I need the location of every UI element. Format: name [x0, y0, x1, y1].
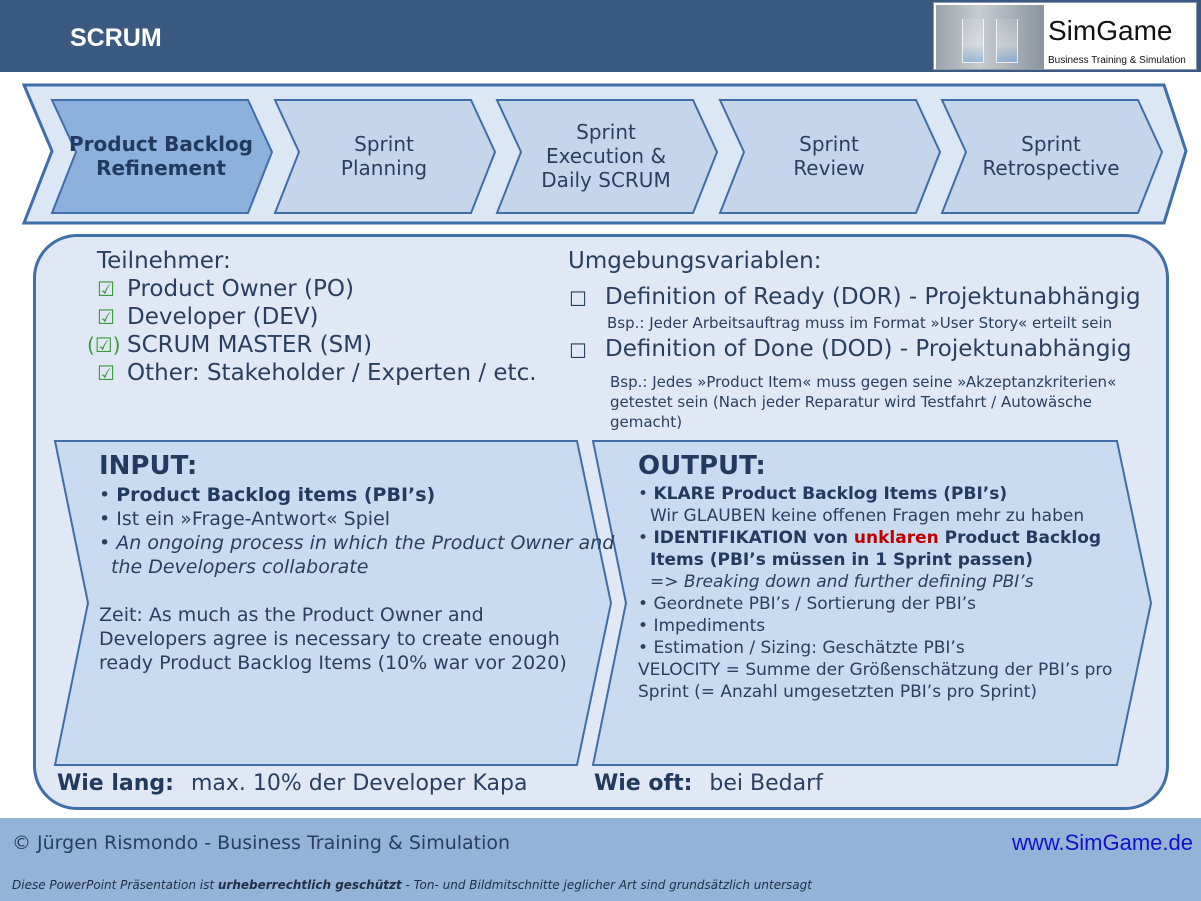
step-chevron-product-backlog-refinement — [50, 99, 274, 214]
step-chevron-sprint-planning — [273, 99, 497, 214]
duration-value: max. 10% der Developer Kapa — [190, 771, 528, 796]
output-bullet-klare: • KLARE Product Backlog Items (PBI’s) Wi… — [638, 484, 1085, 526]
frequency-value: bei Bedarf — [709, 771, 823, 796]
logo-tagline: Business Training & Simulation — [1048, 55, 1186, 66]
disclaimer-text: Diese PowerPoint Präsentation ist urhebe… — [12, 878, 812, 892]
frequency-label: Wie oft: — [594, 771, 693, 796]
participants-heading: Teilnehmer: — [97, 248, 231, 274]
website-link[interactable]: www.SimGame.de — [1012, 830, 1193, 855]
input-bullet-game: • Ist ein »Frage-Antwort« Spiel — [99, 508, 391, 530]
participant-other: ☑Other: Stakeholder / Experten / etc. — [97, 360, 537, 386]
process-chevron-bar — [21, 83, 1188, 225]
unklaren-highlight: unklaren — [853, 528, 939, 548]
input-bullet-process: • An ongoing process in which the Produc… — [99, 532, 615, 578]
step-chevron-sprint-execution — [495, 99, 719, 214]
step-chevron-sprint-retrospective — [940, 99, 1164, 214]
copyright-text: © Jürgen Rismondo - Business Training & … — [12, 832, 511, 854]
input-bullet-pbi: • Product Backlog items (PBI’s) — [99, 484, 436, 506]
output-bullet-estimation: • Estimation / Sizing: Geschätzte PBI’s — [638, 638, 965, 658]
simgame-logo: SimGame Business Training & Simulation — [933, 2, 1197, 70]
environment-heading: Umgebungsvariablen: — [568, 248, 822, 274]
env-definition-of-done: Definition of Done (DOD) - Projektunabhä… — [605, 336, 1132, 362]
input-title: INPUT: — [99, 451, 198, 481]
participant-developer: ☑Developer (DEV) — [97, 304, 319, 330]
logo-name: SimGame — [1048, 15, 1173, 46]
checkbox-empty-icon: ☐ — [569, 339, 587, 363]
header-bar: SCRUM SimGame Business Training & Simula… — [0, 0, 1201, 72]
step-chevron-sprint-review — [718, 99, 942, 214]
checkbox-optional-icon: (☑) — [87, 333, 121, 357]
output-bullet-impediments: • Impediments — [638, 616, 766, 636]
checkbox-checked-icon: ☑ — [97, 305, 115, 329]
duration-row: Wie lang: max. 10% der Developer Kapa — [57, 771, 527, 796]
output-velocity: VELOCITY = Summe der Größenschätzung der… — [638, 660, 1113, 702]
logo-glasses-image — [936, 5, 1044, 69]
participant-product-owner: ☑Product Owner (PO) — [97, 276, 354, 302]
checkbox-checked-icon: ☑ — [97, 361, 115, 385]
output-bullet-identifikation: • IDENTIFIKATION von unklaren Product Ba… — [638, 528, 1102, 592]
env-dod-example: Bsp.: Jedes »Product Item« muss gegen se… — [610, 373, 1117, 431]
env-definition-of-ready: Definition of Ready (DOR) - Projektunabh… — [605, 284, 1141, 310]
duration-label: Wie lang: — [57, 771, 174, 796]
participant-scrum-master: (☑)SCRUM MASTER (SM) — [87, 332, 373, 358]
footer-bar: © Jürgen Rismondo - Business Training & … — [0, 818, 1201, 901]
output-bullet-geordnet: • Geordnete PBI’s / Sortierung der PBI’s — [638, 594, 977, 614]
output-title: OUTPUT: — [638, 451, 766, 481]
page-title: SCRUM — [70, 24, 162, 52]
frequency-row: Wie oft: bei Bedarf — [594, 771, 823, 796]
env-dor-example: Bsp.: Jeder Arbeitsauftrag muss im Forma… — [607, 314, 1113, 332]
checkbox-checked-icon: ☑ — [97, 277, 115, 301]
checkbox-empty-icon: ☐ — [569, 287, 587, 311]
input-time-text: Zeit: As much as the Product Owner and D… — [99, 604, 567, 674]
